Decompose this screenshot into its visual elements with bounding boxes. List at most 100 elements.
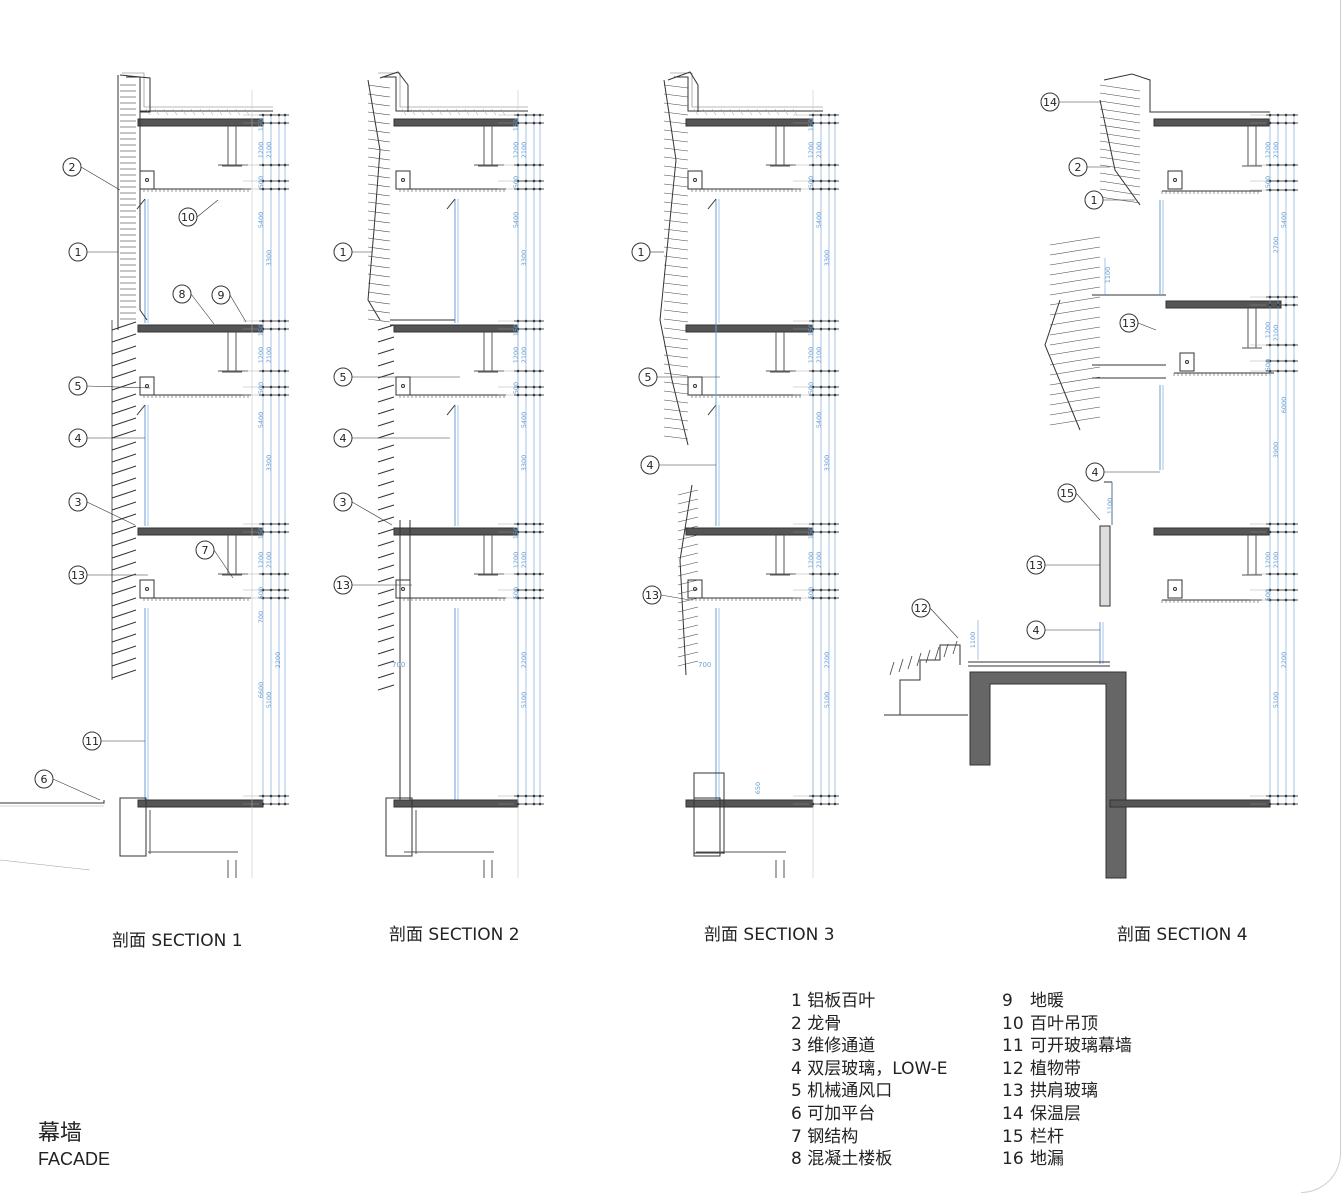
vent-symbol xyxy=(1185,360,1189,364)
louvre-blade xyxy=(111,585,137,595)
louvre-screen-slat xyxy=(1049,306,1101,316)
louvre-screen-slat xyxy=(663,84,689,89)
dimension-label: 5100 xyxy=(265,692,273,709)
louvre-blade xyxy=(111,633,137,643)
dimension-label: 3900 xyxy=(1272,442,1280,459)
louvre-screen-slat xyxy=(1099,172,1141,180)
louvre-screen-slat xyxy=(367,300,391,305)
louvre-screen-frame xyxy=(119,74,151,321)
legend-item: 8 混凝土楼板 xyxy=(791,1149,893,1170)
insulation-hatch xyxy=(181,108,187,116)
callout-number: 4 xyxy=(647,459,654,472)
louvre-screen-slat xyxy=(367,165,391,170)
insulation-hatch xyxy=(410,108,416,116)
dimension-label: 2700 xyxy=(1272,237,1280,254)
dimension-label: 5400 xyxy=(815,212,823,229)
vent-flap xyxy=(446,198,456,210)
platform-edge xyxy=(0,800,105,804)
louvre-screen-slat xyxy=(663,273,689,278)
section-1-drawing: 1200500540021003300120050021005400330012… xyxy=(0,72,289,878)
callout-number: 2 xyxy=(1075,161,1082,174)
louvre-screen-slat xyxy=(1099,84,1141,92)
insulation-hatch xyxy=(500,108,506,116)
louvre-screen-slat xyxy=(677,570,699,577)
dimension-label: 150 xyxy=(807,324,815,336)
dimension-label: 150 xyxy=(807,527,815,539)
louvre-blade xyxy=(111,561,137,571)
callout-number: 13 xyxy=(1029,559,1043,572)
louvre-blade xyxy=(377,552,395,559)
dimension-label: 500 xyxy=(512,587,520,599)
louvre-screen-slat xyxy=(1099,124,1141,132)
legend-item: 5 机械通风口 xyxy=(791,1081,893,1102)
callout-number: 3 xyxy=(340,496,347,509)
louvre-screen-slat xyxy=(677,642,699,649)
callout-number: 5 xyxy=(645,371,652,384)
louvre-screen-slat xyxy=(1049,406,1101,416)
louvre-screen-slat xyxy=(367,156,391,161)
louvre-blade xyxy=(111,621,137,631)
callout-leader xyxy=(196,199,219,218)
callout-circle xyxy=(333,367,353,387)
vent-symbol xyxy=(693,587,697,591)
legend-item: 4 双层玻璃，LOW-E xyxy=(791,1058,948,1079)
vent-symbol xyxy=(1173,178,1177,182)
louvre-screen-slat xyxy=(1049,376,1101,386)
section-1-title: 剖面 SECTION 1 xyxy=(112,931,243,951)
louvre-blade xyxy=(111,381,137,391)
dimension-label: 2100 xyxy=(1272,552,1280,569)
dimension-label: 3300 xyxy=(520,250,528,267)
louvre-screen-slat xyxy=(1049,256,1101,266)
louvre-screen-slat xyxy=(367,138,391,143)
louvre-screen-slat xyxy=(1049,356,1101,366)
louvre-screen-slat xyxy=(1049,386,1101,396)
louvre-screen-slat xyxy=(367,210,391,215)
dimension-label: 1100 xyxy=(969,632,977,649)
louvre-blade xyxy=(111,333,137,343)
concrete-floor-slab xyxy=(137,324,264,333)
dimension-label: 500 xyxy=(257,587,265,599)
louvre-screen-slat xyxy=(1049,346,1101,356)
louvre-screen-slat xyxy=(1099,140,1141,148)
louvre-screen-profile xyxy=(1044,299,1081,431)
dimension-label: 150 xyxy=(512,324,520,336)
louvre-screen-slat xyxy=(663,183,689,188)
louvre-screen-slat xyxy=(663,246,689,251)
callout-circle xyxy=(333,428,353,448)
dimension-label: 2200 xyxy=(274,652,282,669)
louvre-screen-slat xyxy=(663,363,689,368)
louvre-blade xyxy=(377,600,395,607)
vent-symbol xyxy=(145,178,149,182)
louvre-blade xyxy=(111,417,137,427)
callout-circle xyxy=(1026,620,1046,640)
dimension-label: 5100 xyxy=(823,692,831,709)
insulation-hatch xyxy=(428,108,434,116)
insulation-hatch xyxy=(711,108,717,116)
callout-leader xyxy=(190,293,215,325)
dimension-label: 3300 xyxy=(823,455,831,472)
louvre-blade xyxy=(377,336,395,343)
callout-number: 1 xyxy=(638,246,645,259)
louvre-screen-slat xyxy=(663,417,689,422)
callout-number: 10 xyxy=(181,211,195,224)
ventilation-unit xyxy=(395,170,411,190)
louvre-blade xyxy=(111,609,137,619)
louvre-screen-slat xyxy=(1049,336,1101,346)
louvre-screen-slat xyxy=(677,588,699,595)
louvre-blade xyxy=(377,624,395,631)
callout-number: 7 xyxy=(202,544,209,557)
callout-number: 13 xyxy=(645,589,659,602)
insulation-hatch xyxy=(199,108,205,116)
callout-circle xyxy=(333,242,353,262)
plant xyxy=(943,643,949,658)
callout-number: 3 xyxy=(75,496,82,509)
louvre-blade xyxy=(377,684,395,691)
ventilation-unit xyxy=(139,579,155,599)
louvre-blade xyxy=(111,393,137,403)
dimension-label: 1200 xyxy=(807,142,815,159)
louvre-screen-slat xyxy=(663,381,689,386)
insulation-hatch xyxy=(401,108,407,116)
